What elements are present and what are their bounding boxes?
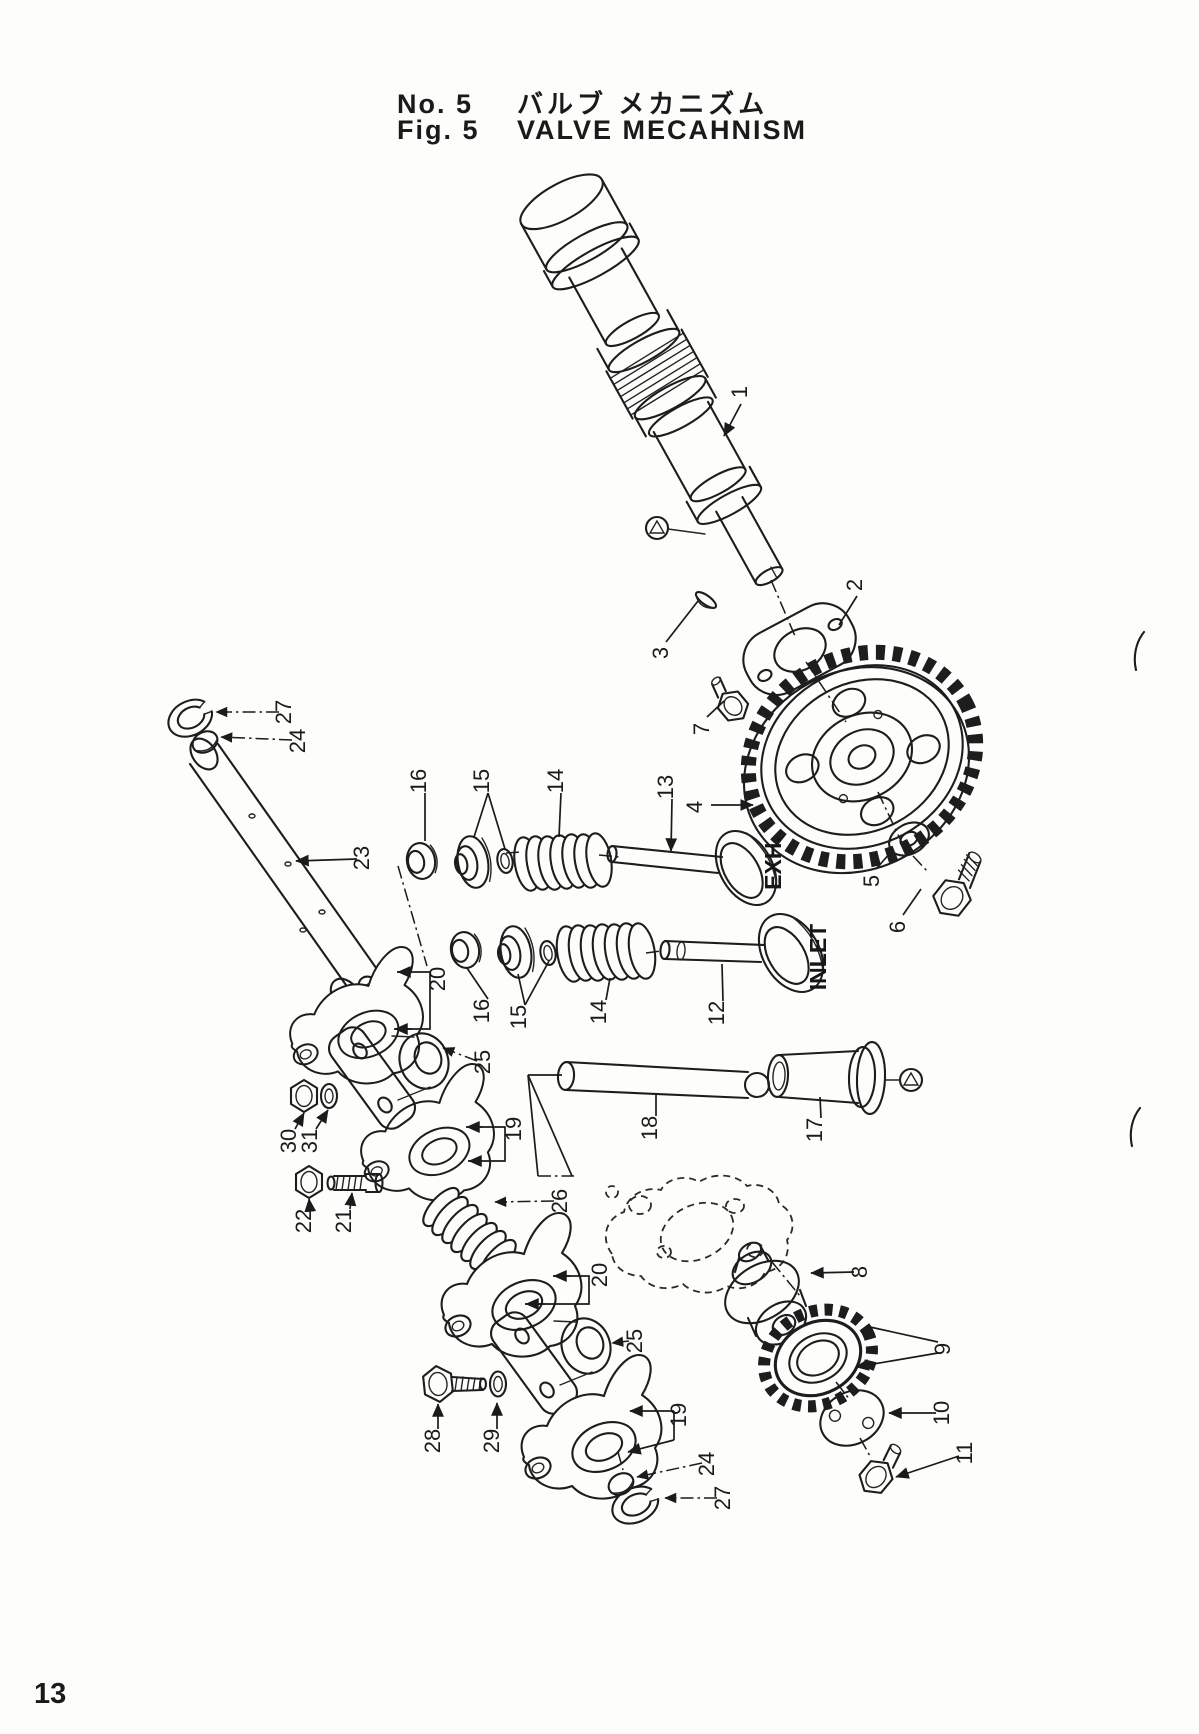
callout-19b: 19 bbox=[666, 1403, 691, 1427]
callout-8: 8 bbox=[847, 1266, 872, 1278]
figure-title-english: VALVE MECAHNISM bbox=[517, 115, 808, 145]
bolt-28 bbox=[422, 1365, 488, 1403]
callout-1: 1 bbox=[727, 386, 752, 398]
callout-29: 29 bbox=[479, 1429, 504, 1453]
bolt-7 bbox=[711, 676, 750, 722]
washer-5 bbox=[888, 821, 930, 857]
callout-3: 3 bbox=[648, 647, 673, 659]
lock-nut-30 bbox=[289, 1078, 319, 1114]
callout-13: 13 bbox=[653, 775, 678, 799]
callout-4: 4 bbox=[682, 801, 707, 813]
washer-29 bbox=[488, 1370, 508, 1398]
callout-15a: 15 bbox=[469, 769, 494, 793]
assembly-mark-icon-2 bbox=[885, 1067, 924, 1093]
callout-16a: 16 bbox=[406, 769, 431, 793]
camshaft bbox=[519, 173, 784, 587]
callout-24a: 24 bbox=[285, 729, 310, 753]
adjusting-screw-21 bbox=[326, 1172, 384, 1194]
callout-31: 31 bbox=[297, 1129, 322, 1153]
callout-14a: 14 bbox=[543, 769, 568, 793]
assembly-axis-lines bbox=[397, 579, 929, 1471]
rocker-arm-20b bbox=[440, 1212, 583, 1358]
callout-12: 12 bbox=[704, 1001, 729, 1025]
callout-14b: 14 bbox=[586, 1000, 611, 1024]
bolt-11 bbox=[858, 1443, 902, 1494]
callout-7: 7 bbox=[689, 723, 714, 735]
circlip-bottom bbox=[611, 1485, 660, 1525]
callout-27a: 27 bbox=[271, 700, 296, 724]
callout-25a: 25 bbox=[470, 1050, 495, 1074]
callout-15b: 15 bbox=[506, 1005, 531, 1029]
callout-9: 9 bbox=[930, 1343, 955, 1355]
bolt-6 bbox=[932, 851, 982, 917]
set-plate-10 bbox=[819, 1389, 885, 1447]
assembly-mark-icon bbox=[644, 515, 706, 541]
pinion-gear-9 bbox=[758, 1303, 878, 1413]
circlip-top bbox=[167, 698, 214, 738]
callout-16b: 16 bbox=[469, 999, 494, 1023]
figure-number-en: Fig. 5 bbox=[397, 115, 480, 145]
washer-31 bbox=[319, 1082, 339, 1110]
valve-cotter-inlet bbox=[539, 940, 557, 966]
callout-10: 10 bbox=[929, 1401, 954, 1425]
exhaust-label: EXH. bbox=[760, 836, 786, 890]
rocker-arm-19b bbox=[520, 1354, 663, 1500]
callout-17: 17 bbox=[802, 1118, 827, 1142]
callout-18: 18 bbox=[637, 1116, 662, 1140]
callout-28: 28 bbox=[420, 1429, 445, 1453]
callout-6: 6 bbox=[885, 921, 910, 933]
valve-cap-inlet bbox=[449, 931, 482, 969]
scan-artifact-arcs bbox=[1129, 630, 1146, 1148]
push-rod bbox=[556, 1060, 771, 1100]
page-number: 13 bbox=[34, 1678, 67, 1710]
callout-30: 30 bbox=[276, 1129, 301, 1153]
callout-26: 26 bbox=[547, 1189, 572, 1213]
rocker-shaft bbox=[188, 737, 388, 1015]
inlet-valve bbox=[659, 912, 825, 994]
callout-11: 11 bbox=[952, 1442, 977, 1465]
figure-title-japanese: バルブ メカニズム bbox=[517, 89, 769, 119]
figure-title: No. 5 バルブ メカニズム Fig. 5 VALVE MECAHNISM bbox=[397, 84, 807, 146]
leader-lines bbox=[215, 403, 960, 1504]
spring-retainer-inlet bbox=[496, 925, 535, 979]
figure-number-jp: No. 5 bbox=[397, 89, 474, 119]
callout-27b: 27 bbox=[710, 1486, 735, 1510]
tappet-guide-8 bbox=[724, 1241, 808, 1346]
callout-24b: 24 bbox=[694, 1452, 719, 1476]
valve-cotter-exhaust bbox=[496, 848, 514, 874]
shaft-cap-top bbox=[191, 730, 219, 754]
spring-retainer-exhaust bbox=[453, 835, 492, 889]
cam-gear bbox=[740, 644, 984, 875]
callout-19a: 19 bbox=[501, 1117, 526, 1141]
woodruff-key bbox=[694, 591, 718, 609]
callout-2: 2 bbox=[842, 579, 867, 591]
tappet bbox=[766, 1040, 887, 1116]
valve-spring-inlet bbox=[555, 922, 657, 983]
adjuster-nut-22 bbox=[294, 1164, 324, 1200]
callout-labels: 1 2 3 4 5 6 7 8 9 10 11 12 13 14 14 15 1… bbox=[271, 386, 977, 1510]
callout-21: 21 bbox=[331, 1209, 356, 1233]
rocker-arm-20a bbox=[289, 946, 424, 1085]
valve-spring-exhaust bbox=[513, 832, 613, 892]
callout-22: 22 bbox=[291, 1209, 316, 1233]
callout-20a: 20 bbox=[425, 967, 450, 991]
inlet-label: INLET bbox=[805, 924, 831, 990]
callout-23: 23 bbox=[349, 846, 374, 870]
rocker-arm-19a bbox=[360, 1063, 495, 1202]
callout-25b: 25 bbox=[622, 1329, 647, 1353]
valve-cap-exhaust bbox=[405, 842, 438, 880]
callout-5: 5 bbox=[859, 875, 884, 887]
callout-20b: 20 bbox=[587, 1263, 612, 1287]
